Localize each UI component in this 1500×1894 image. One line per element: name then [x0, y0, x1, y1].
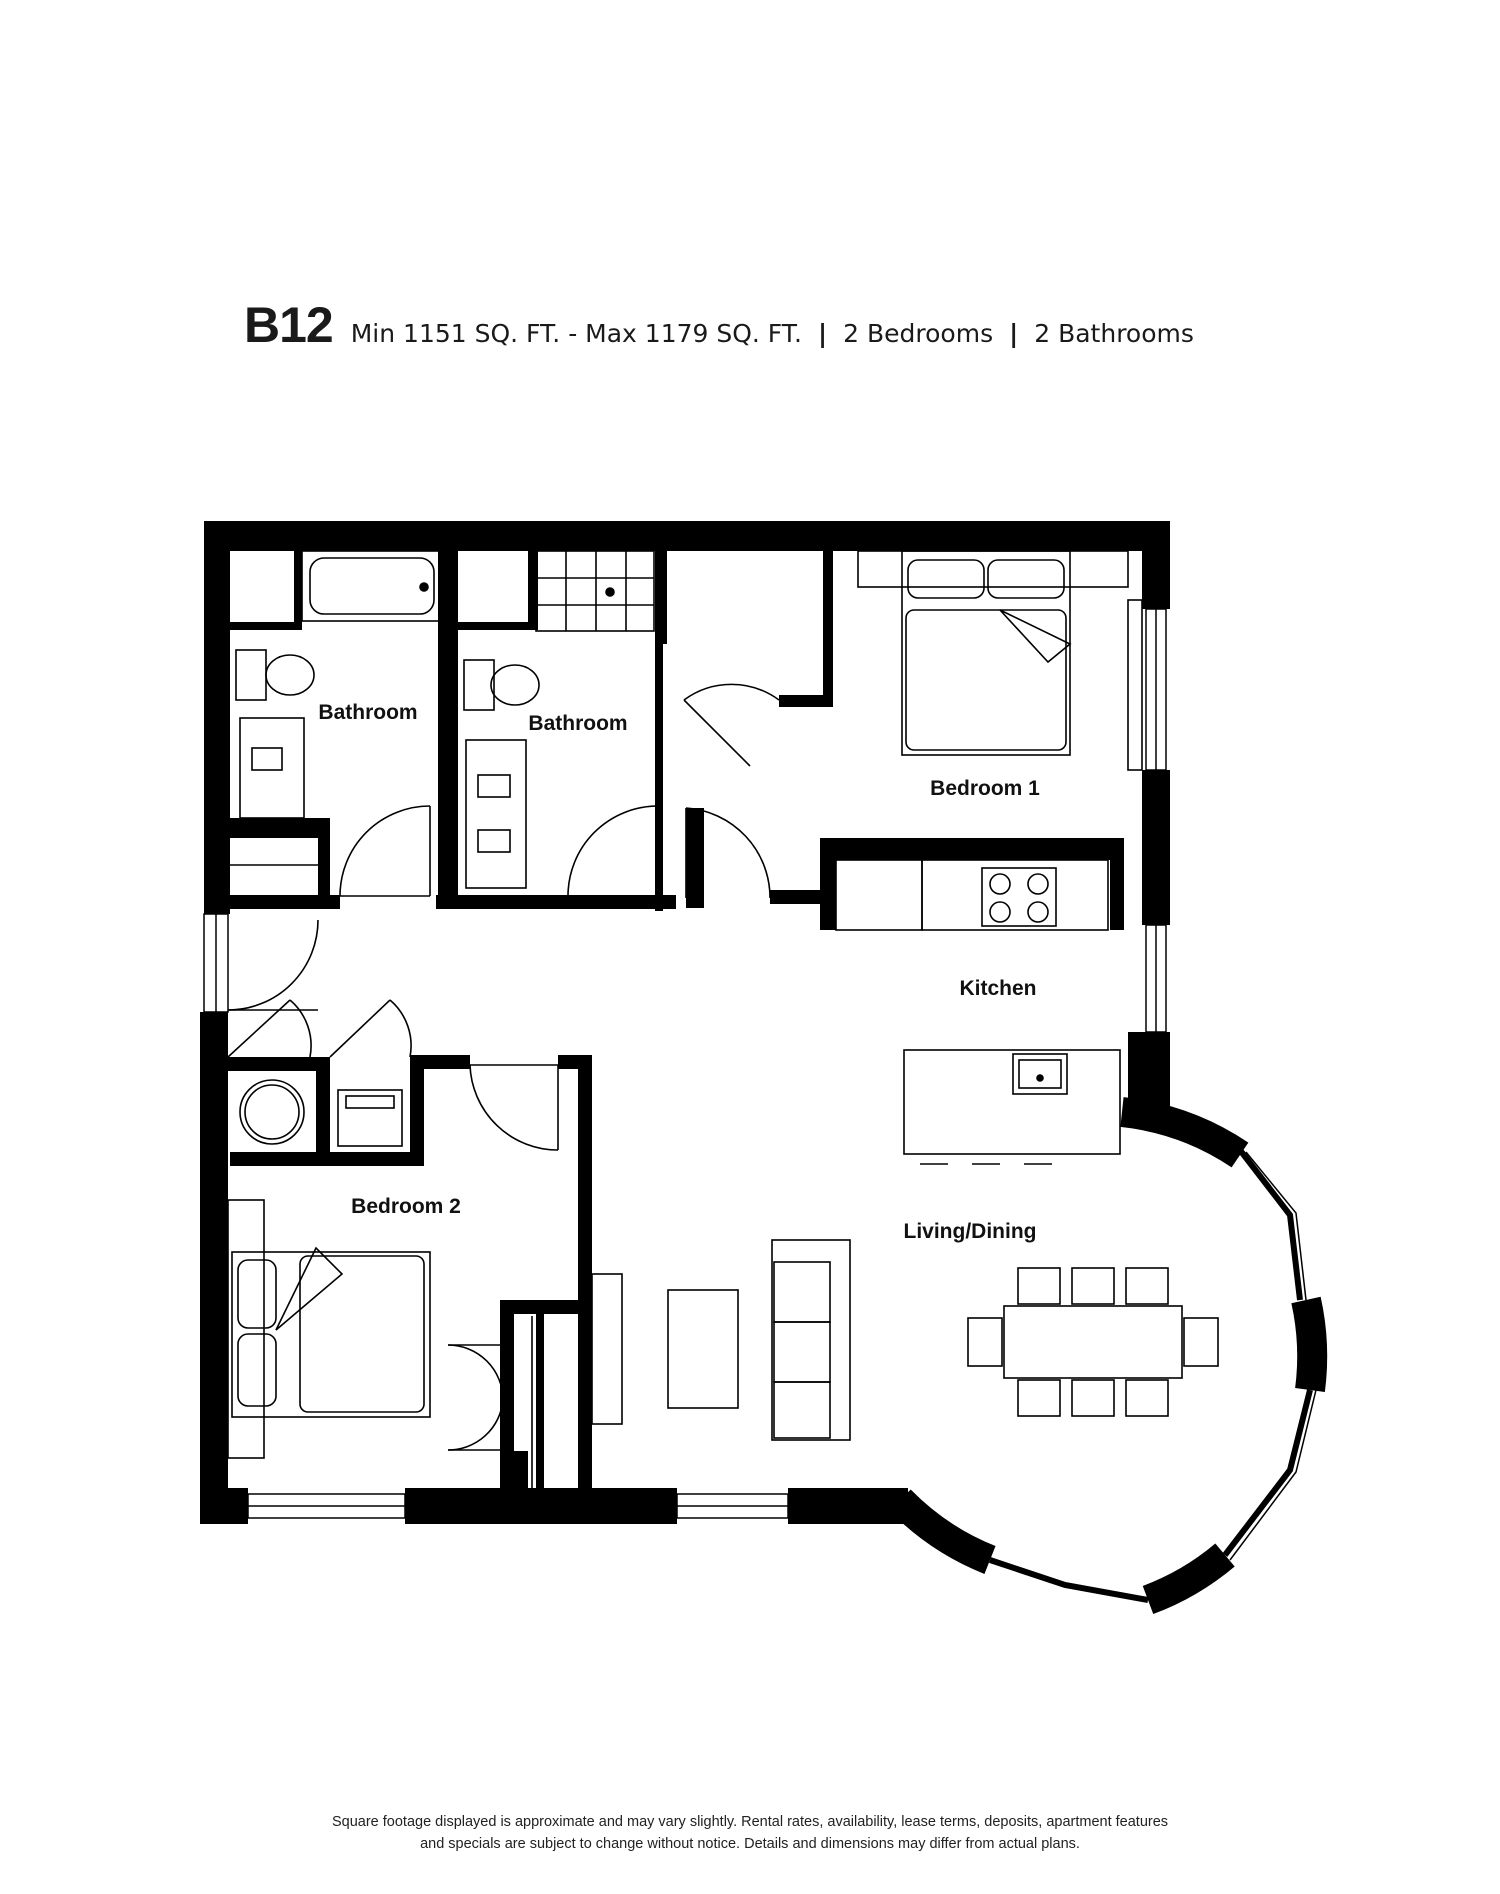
bedroom-count: 2 Bedrooms: [843, 319, 994, 348]
bedroom-1-furniture: [857, 550, 1143, 771]
disclaimer: Square footage displayed is approximate …: [200, 1811, 1300, 1855]
walls: [200, 521, 1170, 1524]
header-separator: |: [1009, 319, 1019, 348]
area-range: Min 1151 SQ. FT. - Max 1179 SQ. FT.: [350, 319, 802, 348]
living-dining-furniture: [591, 1239, 1219, 1441]
bay-wall: [889, 1097, 1328, 1615]
room-label-bathroom-left: Bathroom: [318, 701, 417, 724]
doors: [227, 683, 780, 1488]
header-separator: |: [818, 319, 828, 348]
disclaimer-line-2: and specials are subject to change witho…: [420, 1836, 1080, 1852]
bathroom-fixtures: [235, 550, 655, 889]
bathroom-count: 2 Bathrooms: [1034, 319, 1194, 348]
room-label-bathroom-right: Bathroom: [528, 712, 627, 735]
unit-name: B12: [244, 297, 334, 353]
room-label-bedroom-1: Bedroom 1: [930, 777, 1040, 800]
room-label-kitchen: Kitchen: [959, 977, 1036, 1000]
room-label-living-dining: Living/Dining: [904, 1220, 1037, 1243]
room-labels: Bathroom Bathroom Bedroom 1 Kitchen Bedr…: [318, 701, 1040, 1243]
laundry-fixtures: [230, 864, 403, 1147]
room-label-bedroom-2: Bedroom 2: [351, 1195, 461, 1218]
bedroom-2-furniture: [227, 1199, 431, 1459]
disclaimer-line-1: Square footage displayed is approximate …: [331, 1814, 1169, 1830]
windows: [203, 608, 1167, 1519]
kitchen-fixtures: [835, 859, 1121, 1165]
plan-header: B12 Min 1151 SQ. FT. - Max 1179 SQ. FT. …: [244, 296, 1194, 356]
